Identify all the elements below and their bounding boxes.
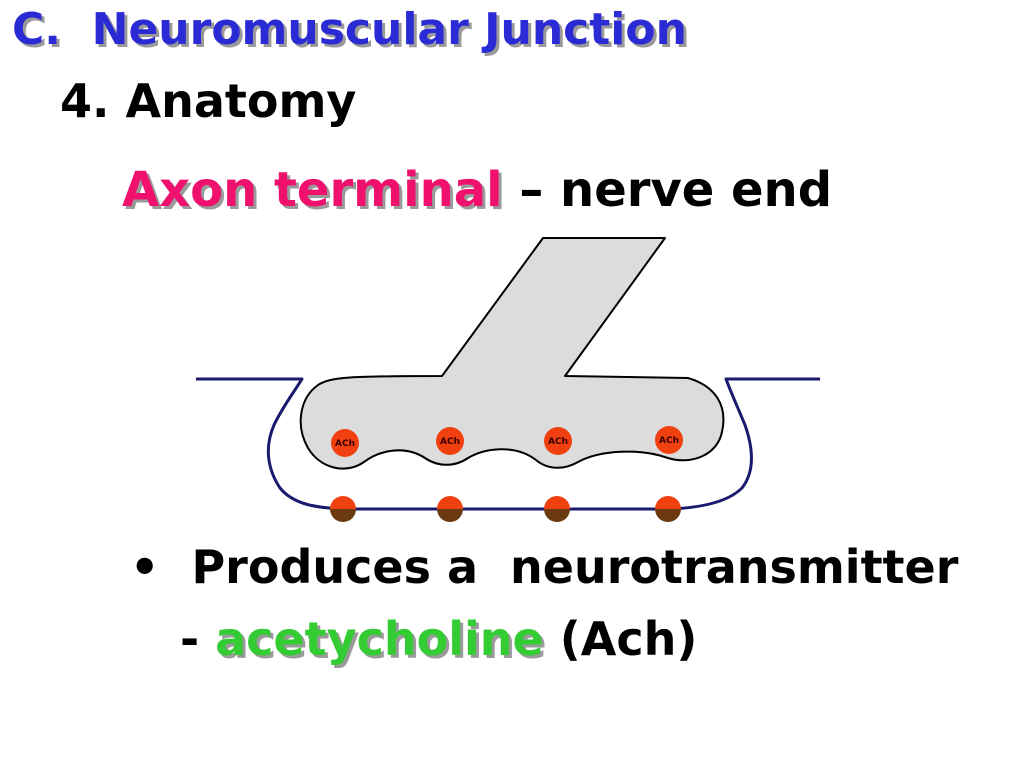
- ach-vesicle: ACh: [655, 426, 683, 454]
- axon-terminal-description: – nerve end: [502, 162, 833, 218]
- ach-vesicle: ACh: [544, 427, 572, 455]
- ach-receptor: [544, 496, 570, 522]
- ach-vesicle-label: ACh: [659, 436, 679, 446]
- slide-title: C. Neuromuscular Junction: [12, 4, 687, 55]
- bullet-dash: -: [180, 612, 216, 666]
- muscle-membrane: [196, 377, 820, 511]
- bullet-marker: •: [130, 540, 160, 594]
- ach-vesicle-label: ACh: [548, 437, 568, 447]
- axon-terminal-term: Axon terminal: [122, 162, 503, 218]
- bullet-text-line1: Produces a neurotransmitter: [191, 540, 959, 594]
- bullet-text-suffix: (Ach): [543, 612, 698, 666]
- ach-vesicle: ACh: [436, 427, 464, 455]
- ach-receptor: [655, 496, 681, 522]
- bullet-point: • Produces a neurotransmitter: [130, 540, 958, 594]
- ach-vesicle-label: ACh: [440, 437, 460, 447]
- axon-terminal-heading: Axon terminal – nerve end: [122, 162, 832, 218]
- section-subtitle: 4. Anatomy: [60, 74, 357, 128]
- ach-vesicle-label: ACh: [335, 439, 355, 449]
- ach-receptor: [437, 496, 463, 522]
- axon-terminal-shape: [299, 237, 725, 470]
- acetylcholine-term: acetycholine: [215, 612, 544, 666]
- ach-receptor: [330, 496, 356, 522]
- ach-vesicle: ACh: [331, 429, 359, 457]
- bullet-point-continuation: - acetycholine (Ach): [180, 612, 697, 666]
